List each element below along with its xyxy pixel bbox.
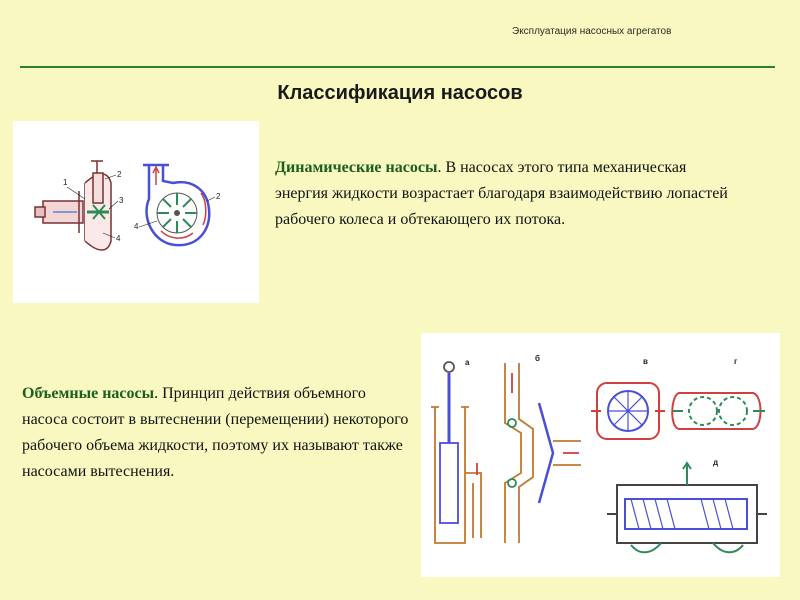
- gear-pump: [671, 392, 765, 430]
- volumetric-pumps-term: Объемные насосы: [22, 385, 155, 402]
- pump-label: 2: [216, 192, 221, 201]
- pump-label: 1: [63, 178, 68, 187]
- dynamic-pumps-figure: 1 2 3 4 2 4: [13, 121, 259, 303]
- volute-pump: [143, 163, 211, 247]
- dynamic-pumps-paragraph: Динамические насосы. В насосах этого тип…: [275, 155, 735, 233]
- variant-label-d: д: [713, 458, 718, 467]
- dynamic-pumps-text: . В насосах этого типа механическая энер…: [275, 159, 728, 228]
- pump-label: 4: [116, 234, 121, 243]
- right-pump-labels: 2 4: [134, 192, 221, 231]
- dynamic-pumps-svg: 1 2 3 4 2 4: [34, 160, 221, 251]
- volumetric-pumps-text: . Принцип действия объемного насоса сост…: [22, 385, 409, 480]
- volumetric-pumps-figure: а б в г д: [421, 333, 780, 577]
- screw-pump: [607, 461, 767, 554]
- pump-label: 4: [134, 222, 139, 231]
- volumetric-labels: а б в г д: [465, 354, 738, 467]
- header-note: Эксплуатация насосных агрегатов: [512, 26, 672, 37]
- right-pump-leaders: [138, 196, 216, 228]
- diaphragm-pump: [504, 363, 581, 543]
- centrifugal-pump-section: [34, 160, 112, 251]
- variant-label-a: а: [465, 358, 470, 367]
- left-pump-labels: 1 2 3 4: [63, 170, 124, 243]
- variant-label-g: г: [734, 357, 738, 366]
- variant-label-v: в: [643, 357, 648, 366]
- dynamic-pumps-term: Динамические насосы: [275, 159, 438, 176]
- variant-label-b: б: [535, 354, 540, 363]
- volumetric-pumps-svg: а б в г д: [431, 354, 767, 554]
- volumetric-pumps-paragraph: Объемные насосы. Принцип действия объемн…: [22, 381, 414, 485]
- pump-label: 3: [119, 196, 124, 205]
- page-title: Классификация насосов: [277, 82, 523, 104]
- piston-pump: [431, 361, 482, 544]
- header-rule: [20, 66, 775, 68]
- vane-pump: [591, 382, 665, 440]
- left-pump-leaders: [66, 174, 119, 239]
- pump-label: 2: [117, 170, 122, 179]
